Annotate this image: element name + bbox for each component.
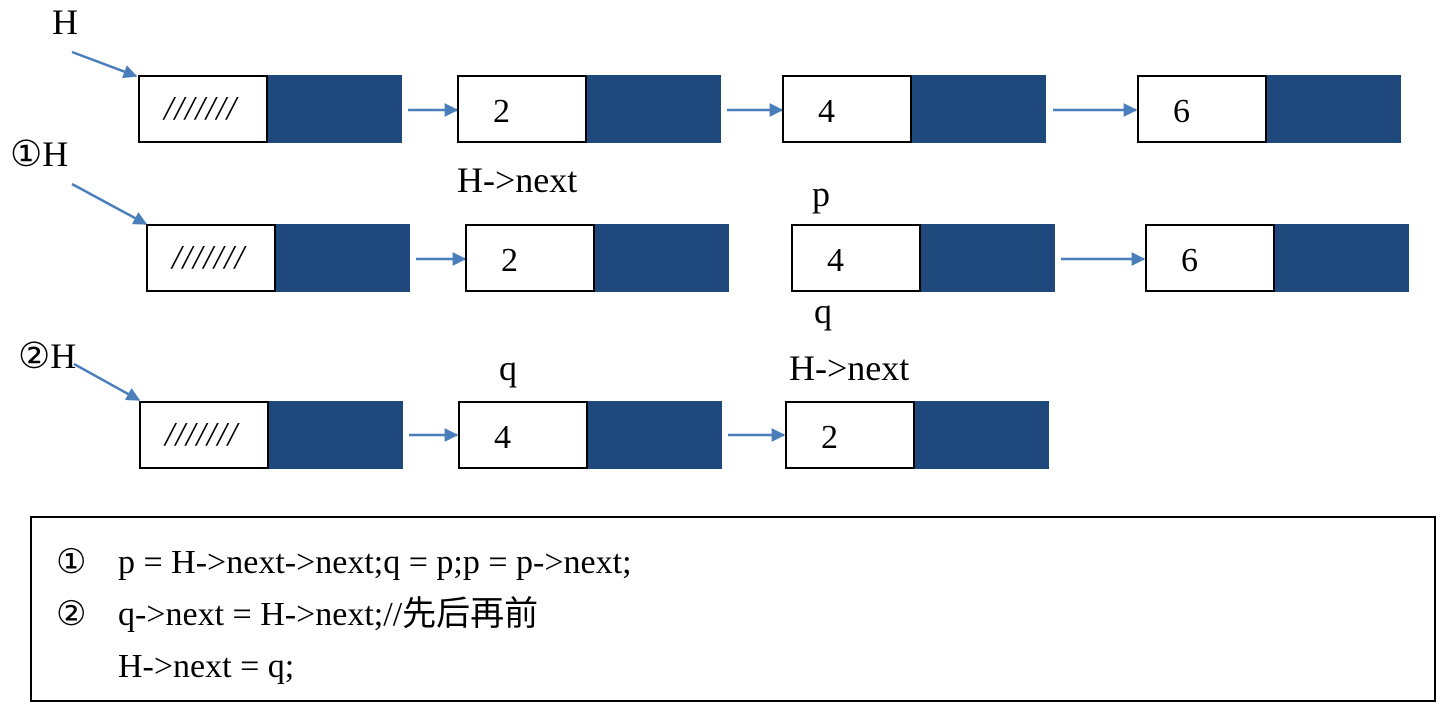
row2-q-label: q bbox=[814, 291, 832, 331]
pointer-field bbox=[276, 224, 410, 292]
head-node-marker: /////// bbox=[139, 401, 269, 469]
row1-head-label: H bbox=[52, 2, 78, 42]
head-node-marker: /////// bbox=[138, 75, 268, 143]
pointer-field bbox=[915, 401, 1049, 469]
node-value: 6 bbox=[1145, 224, 1275, 292]
head-pointer-arrow-row2 bbox=[71, 182, 148, 226]
row3-head-node: /////// bbox=[139, 401, 403, 469]
pointer-field bbox=[588, 401, 722, 469]
head-node-marker: /////// bbox=[146, 224, 276, 292]
row2-head-node: /////// bbox=[146, 224, 410, 292]
row1-node-1: 2 bbox=[457, 75, 721, 143]
head-pointer-arrow-row1 bbox=[71, 50, 138, 79]
row3-node-2: 2 bbox=[785, 401, 1049, 469]
pointer-field bbox=[269, 401, 403, 469]
step-marker: ② bbox=[56, 596, 87, 633]
row3-hnext-label: H->next bbox=[789, 348, 910, 388]
row2-node-2: 4 bbox=[791, 224, 1055, 292]
pointer-field bbox=[268, 75, 402, 143]
row3-head-label: ②H bbox=[18, 336, 77, 376]
row3-node-1: 4 bbox=[458, 401, 722, 469]
row1-node-3: 6 bbox=[1137, 75, 1401, 143]
node-value: 6 bbox=[1137, 75, 1267, 143]
node-value: 4 bbox=[458, 401, 588, 469]
head-pointer-arrow-row3 bbox=[73, 362, 141, 402]
row1-node-2: 4 bbox=[782, 75, 1046, 143]
pointer-field bbox=[921, 224, 1055, 292]
code-text: q->next = H->next;//先后再前 bbox=[118, 596, 539, 633]
row2-node-3: 6 bbox=[1145, 224, 1409, 292]
pointer-field bbox=[1267, 75, 1401, 143]
pointer-field bbox=[1275, 224, 1409, 292]
code-text: p = H->next->next;q = p;p = p->next; bbox=[118, 544, 632, 581]
step-marker: ① bbox=[56, 544, 87, 581]
pointer-field bbox=[912, 75, 1046, 143]
pointer-field bbox=[595, 224, 729, 292]
row2-head-label: ①H bbox=[10, 134, 69, 174]
node-value: 2 bbox=[785, 401, 915, 469]
code-line-3: H->next = q; bbox=[56, 650, 294, 684]
node-value: 2 bbox=[465, 224, 595, 292]
row1-head-node: /////// bbox=[138, 75, 402, 143]
row2-node-1: 2 bbox=[465, 224, 729, 292]
code-line-2: ② q->next = H->next;//先后再前 bbox=[56, 598, 538, 632]
node-value: 4 bbox=[791, 224, 921, 292]
row2-p-label: p bbox=[812, 174, 830, 214]
node-value: 4 bbox=[782, 75, 912, 143]
pointer-field bbox=[587, 75, 721, 143]
row3-q-label: q bbox=[499, 348, 517, 388]
code-line-1: ① p = H->next->next;q = p;p = p->next; bbox=[56, 546, 632, 580]
node-value: 2 bbox=[457, 75, 587, 143]
code-text: H->next = q; bbox=[118, 648, 295, 685]
row1-hnext-label: H->next bbox=[457, 160, 578, 200]
